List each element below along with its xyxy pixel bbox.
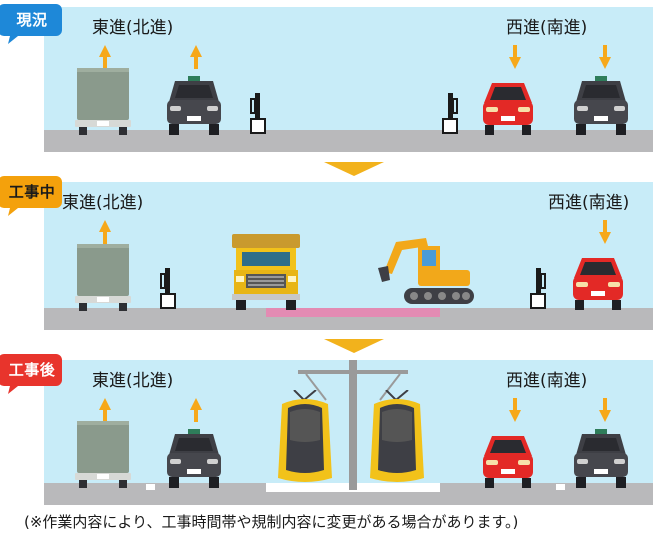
badge-label: 現況: [16, 10, 48, 29]
direction-arrow-icon: [190, 45, 202, 69]
lane-marking: [146, 484, 155, 490]
direction-arrow-icon: [190, 398, 202, 422]
taxi-icon: [167, 429, 221, 488]
direction-arrow-icon: [99, 220, 111, 244]
current-road-panel: 東進(北進) 西進(南進): [44, 7, 653, 152]
taxi-icon: [574, 76, 628, 135]
direction-arrow-icon: [509, 398, 521, 422]
step-arrow-2: [324, 339, 384, 353]
dump-truck-icon: [232, 234, 300, 310]
construction-road-panel: 東進(北進) 西進(南進): [44, 182, 653, 330]
after-road-panel: 東進(北進) 西進(南進): [44, 360, 653, 505]
bollard-icon: [530, 268, 546, 309]
bollard-icon: [160, 268, 176, 309]
direction-arrow-icon: [99, 45, 111, 69]
red-car-icon: [483, 436, 533, 488]
westbound-label: 西進(南進): [506, 18, 588, 38]
road-surface: [44, 308, 653, 330]
taxi-icon: [167, 76, 221, 135]
badge-label: 工事中: [8, 182, 56, 201]
eastbound-label: 東進(北進): [62, 193, 144, 213]
truck-icon: [75, 421, 131, 488]
road-surface: [44, 483, 653, 505]
direction-arrow-icon: [599, 398, 611, 422]
catenary-pole-icon: [298, 360, 408, 490]
badge-label: 工事後: [8, 360, 56, 379]
lane-marking: [556, 484, 565, 490]
truck-icon: [75, 244, 131, 311]
westbound-label: 西進(南進): [506, 371, 588, 391]
direction-arrow-icon: [509, 45, 521, 69]
bollard-icon: [442, 93, 458, 134]
eastbound-label: 東進(北進): [92, 18, 174, 38]
taxi-icon: [574, 429, 628, 488]
excavator-icon: [378, 238, 474, 304]
tram-icon: [278, 390, 332, 482]
westbound-label: 西進(南進): [548, 193, 630, 213]
tram-icon: [370, 390, 424, 482]
red-car-icon: [483, 83, 533, 135]
eastbound-label: 東進(北進): [92, 371, 174, 391]
footer-note: (※作業内容により、工事時間帯や規制内容に変更がある場合があります。): [24, 513, 519, 531]
road-surface: [44, 130, 653, 152]
direction-arrow-icon: [599, 220, 611, 244]
badge-during-construction: 工事中: [0, 172, 64, 216]
bollard-icon: [250, 93, 266, 134]
direction-arrow-icon: [599, 45, 611, 69]
direction-arrow-icon: [99, 398, 111, 422]
badge-current: 現況: [0, 0, 64, 44]
step-arrow-1: [324, 162, 384, 176]
work-zone: [266, 308, 440, 317]
red-car-icon: [573, 258, 623, 310]
badge-after-construction: 工事後: [0, 350, 64, 394]
truck-icon: [75, 68, 131, 135]
